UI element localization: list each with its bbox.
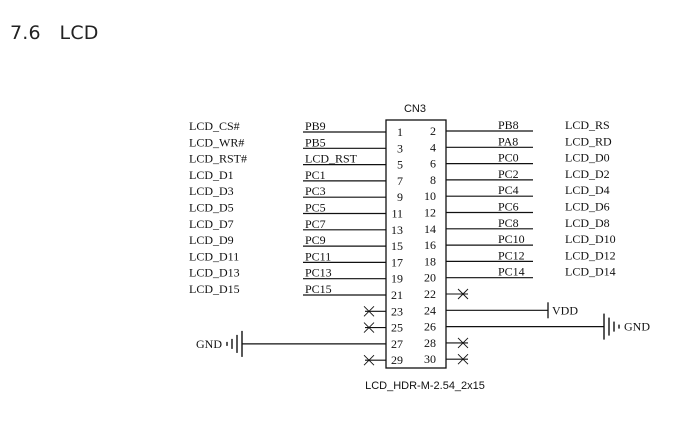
pin-number: 6 — [430, 157, 436, 171]
port-label: PC6 — [498, 200, 519, 214]
port-label: PC2 — [498, 167, 519, 181]
pin-number: 7 — [397, 174, 403, 188]
pin-number: 13 — [391, 223, 403, 237]
gnd-net-label-right: GND — [624, 320, 650, 334]
signal-label: LCD_RST# — [189, 152, 247, 166]
signal-label: LCD_D9 — [189, 233, 234, 247]
no-connect-stroke — [363, 322, 375, 333]
signal-label: LCD_D10 — [565, 232, 616, 246]
port-label: PB9 — [305, 119, 326, 133]
pin-number: 16 — [424, 238, 436, 252]
signal-label: LCD_D12 — [565, 248, 616, 262]
pin-number: 15 — [391, 239, 403, 253]
signal-label: LCD_D14 — [565, 265, 616, 279]
pin-number: 26 — [424, 320, 436, 334]
port-label: PC14 — [498, 265, 525, 279]
vdd-net-label: VDD — [552, 303, 578, 317]
ground-symbol-right — [603, 313, 620, 340]
no-connect-mark — [457, 353, 469, 365]
signal-label: LCD_D11 — [189, 249, 239, 263]
port-label: PB8 — [498, 118, 519, 132]
pin-number: 20 — [424, 271, 436, 285]
signal-label: LCD_D1 — [189, 168, 234, 182]
pin-number: 24 — [424, 303, 436, 317]
signal-label: LCD_D2 — [565, 167, 610, 181]
signal-label: LCD_D7 — [189, 217, 234, 231]
ground-symbol-left — [226, 330, 243, 357]
signal-label: LCD_RS — [565, 118, 610, 132]
pin-number: 4 — [430, 140, 436, 154]
port-label: LCD_RST — [305, 152, 358, 166]
signal-label: LCD_D5 — [189, 201, 234, 215]
port-label: PC7 — [305, 217, 326, 231]
power-nets: VDD GND GND — [196, 302, 650, 357]
port-label: PC3 — [305, 184, 326, 198]
connector-ref: CN3 — [404, 103, 426, 115]
pin-number: 8 — [430, 173, 436, 187]
no-connect-stroke — [363, 305, 375, 317]
pin-number: 21 — [391, 288, 403, 302]
pin-number: 1 — [397, 125, 403, 139]
pin-number: 14 — [424, 222, 436, 236]
signal-label: LCD_WR# — [189, 135, 244, 149]
port-label: PC8 — [498, 216, 519, 230]
port-label: PC13 — [305, 266, 332, 280]
pin-number: 23 — [391, 304, 403, 318]
pin-number: 29 — [391, 353, 403, 367]
pin-number: 3 — [397, 141, 403, 155]
pin-number: 30 — [424, 352, 436, 366]
port-label: PC10 — [498, 232, 525, 246]
pin-number: 11 — [391, 207, 403, 221]
pin-number: 18 — [424, 254, 436, 268]
signal-label: LCD_D3 — [189, 184, 234, 198]
port-label: PC11 — [305, 249, 331, 263]
no-connect-stroke — [363, 354, 375, 366]
port-label: PC9 — [305, 233, 326, 247]
signal-label: LCD_D0 — [565, 151, 610, 165]
pin-number: 22 — [424, 287, 436, 301]
no-connect-stroke — [457, 337, 469, 349]
gnd-net-label-left: GND — [196, 337, 222, 351]
signal-label: LCD_CS# — [189, 119, 240, 133]
pin-number: 28 — [424, 336, 436, 350]
port-label: PC12 — [498, 248, 525, 262]
port-label: PC4 — [498, 183, 519, 197]
signal-label: LCD_D13 — [189, 266, 240, 280]
no-connect-mark — [363, 322, 375, 333]
pin-number: 19 — [391, 272, 403, 286]
no-connect-mark — [457, 288, 469, 300]
pin-number: 27 — [391, 337, 403, 351]
pin-number: 9 — [397, 190, 403, 204]
pin-number: 12 — [424, 206, 436, 220]
signal-label: LCD_D15 — [189, 282, 240, 296]
signal-label: LCD_D6 — [565, 200, 610, 214]
signal-label: LCD_D8 — [565, 216, 610, 230]
port-label: PB5 — [305, 135, 326, 149]
pin-number: 17 — [391, 255, 403, 269]
no-connect-stroke — [457, 288, 469, 300]
port-label: PC0 — [498, 151, 519, 165]
port-label: PC5 — [305, 201, 326, 215]
pin-number: 25 — [391, 321, 403, 335]
section-title: LCD — [59, 22, 99, 44]
no-connect-mark — [457, 337, 469, 349]
no-connect-mark — [363, 354, 375, 366]
connector-part-number: LCD_HDR-M-2.54_2x15 — [365, 380, 485, 392]
signal-label: LCD_RD — [565, 134, 612, 148]
port-label: PA8 — [498, 134, 518, 148]
pin-number: 2 — [430, 124, 436, 138]
port-label: PC15 — [305, 282, 332, 296]
connector-body — [385, 119, 447, 369]
section-number: 7.6 — [10, 22, 41, 44]
pin-number: 5 — [397, 158, 403, 172]
port-label: PC1 — [305, 168, 326, 182]
pin-number: 10 — [424, 189, 436, 203]
no-connect-mark — [363, 305, 375, 317]
no-connect-stroke — [457, 353, 469, 365]
signal-label: LCD_D4 — [565, 183, 610, 197]
pin-rows: 1PB9LCD_CS#3PB5LCD_WR#5LCD_RSTLCD_RST#7P… — [189, 118, 616, 367]
section-heading: 7.6 LCD — [10, 22, 99, 44]
